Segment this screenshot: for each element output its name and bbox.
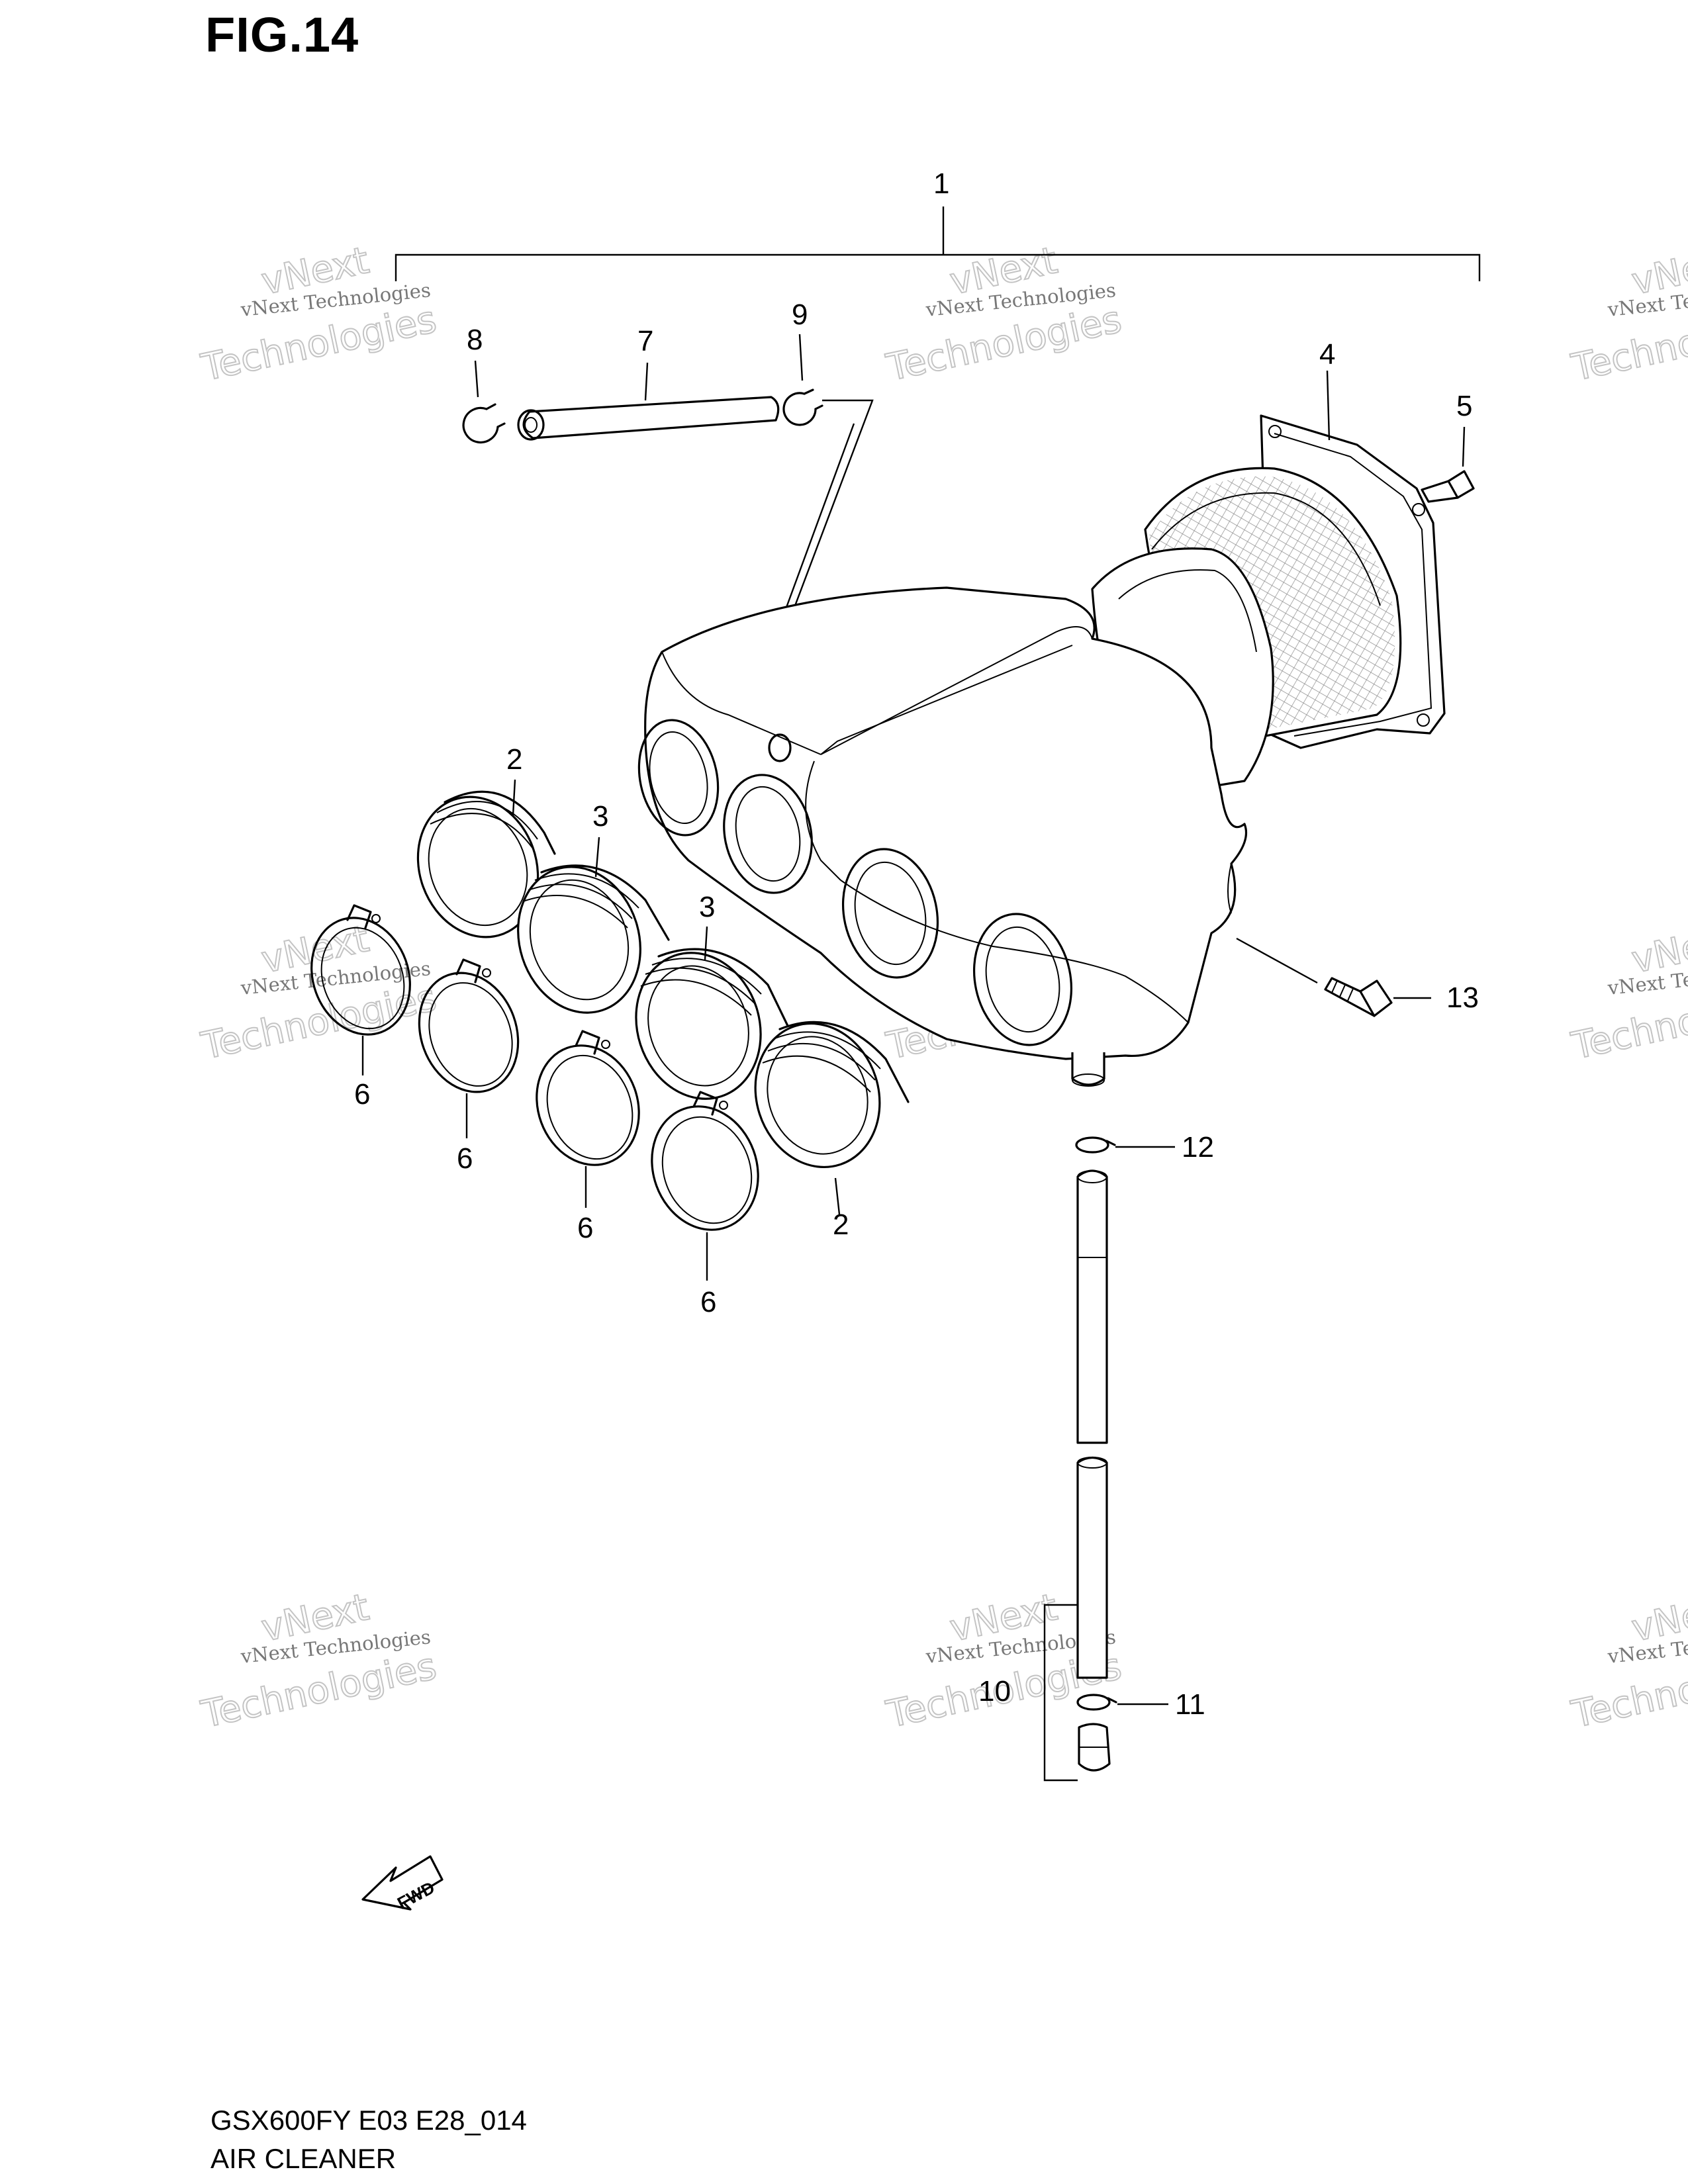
watermark-top-left: vNext Technologies vNext Technologies [197, 238, 440, 390]
callout-10: 10 [978, 1675, 1011, 1707]
part-7-hose [517, 396, 780, 441]
part-9-clip [782, 388, 823, 426]
callout-6c: 6 [577, 1212, 593, 1244]
drain-plug [1078, 1723, 1111, 1772]
callout-7: 7 [637, 325, 653, 357]
callout-6a: 6 [354, 1078, 370, 1111]
callout-1: 1 [933, 167, 949, 200]
watermark-top-center: vNext Technologies vNext Technologies [882, 238, 1125, 390]
watermark-mid-right: vNext Technologies vNext Technologies [1567, 917, 1688, 1069]
part-3-joint-upper [517, 864, 670, 1014]
callout-3a: 3 [592, 800, 608, 833]
callout-8: 8 [467, 324, 483, 356]
watermark-low-right: vNext Technologies vNext Technologies [1567, 1585, 1688, 1737]
footer-model-code: GSX600FY E03 E28_014 [211, 2105, 527, 2136]
part-11-clip [1076, 1694, 1117, 1711]
callout-6d: 6 [700, 1286, 716, 1318]
part-6-clamp-1 [310, 904, 411, 1036]
part-6-clamp-4 [651, 1091, 759, 1231]
part-1-air-cleaner-case [637, 586, 1248, 1087]
watermark-low-left: vNext Technologies vNext Technologies [197, 1585, 440, 1737]
part-6-clamp-2 [418, 958, 520, 1093]
footer-diagram-title: AIR CLEANER [211, 2143, 397, 2174]
part-3-joint-lower [635, 948, 789, 1100]
leader-lines [361, 334, 1466, 1706]
callout-2b: 2 [833, 1208, 849, 1241]
fwd-arrow-icon: FWD [361, 1855, 444, 1913]
callout-6b: 6 [457, 1142, 473, 1175]
figure-title: FIG.14 [205, 7, 359, 62]
callout-2a: 2 [506, 743, 522, 776]
callout-labels: 1 8 7 9 4 5 2 3 3 13 6 6 12 2 6 6 10 11 [354, 167, 1479, 1721]
assembly-bracket-1 [395, 206, 1481, 281]
part-12-clip [1075, 1136, 1116, 1154]
callout-12: 12 [1182, 1131, 1214, 1163]
part-10-drain-hose [1043, 1169, 1108, 1782]
callout-3b: 3 [699, 891, 715, 923]
callout-9: 9 [792, 298, 808, 331]
callout-11: 11 [1175, 1688, 1205, 1721]
callout-4: 4 [1319, 338, 1335, 371]
part-5-screw [1421, 470, 1475, 503]
part-2-joint-left [416, 790, 556, 938]
part-6-clamp-3 [536, 1030, 640, 1166]
callout-5: 5 [1456, 390, 1472, 422]
watermark-top-right: vNext Technologies vNext Technologies [1567, 238, 1688, 390]
callout-13: 13 [1446, 981, 1479, 1014]
part-8-clip [462, 403, 506, 444]
part-2-joint-right [754, 1021, 910, 1169]
part-13-screw [1324, 977, 1393, 1017]
